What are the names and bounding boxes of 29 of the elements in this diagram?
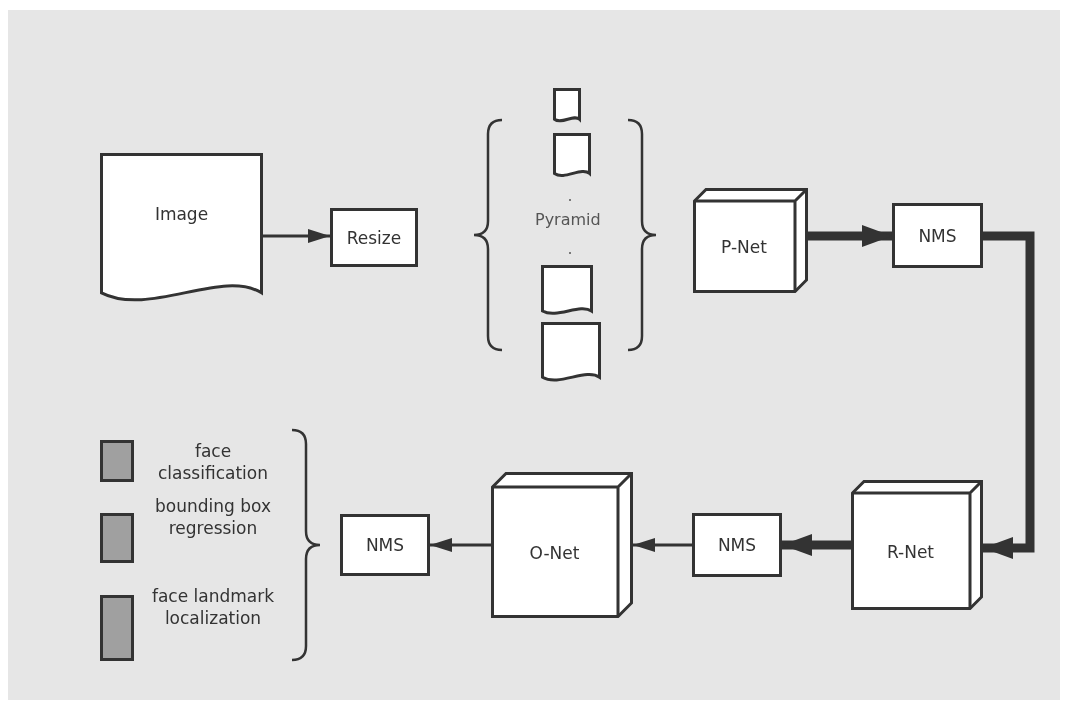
process-box [340,514,430,576]
node-label: Resize [346,227,402,248]
cube-box [491,472,633,618]
process-box [692,513,782,577]
node-label: P-Net [721,237,767,257]
legend-label: face classification [157,440,269,485]
node-label: NMS [365,535,405,555]
arrow [633,538,692,552]
thick-arrow [808,225,892,247]
node-label: Image [154,203,209,224]
node-label: NMS [918,225,957,246]
document-shape [553,133,591,177]
node-label: O-Net [529,542,580,563]
document-shape [541,265,593,315]
document-shape [541,322,601,382]
legend-label: face landmark localization [150,585,276,630]
legend-label: bounding box regression [154,495,272,540]
thick-arrow [782,534,851,556]
node-label: NMS [717,535,757,555]
cube-box [851,480,983,610]
document-shape [553,88,581,122]
node-label: R-Net [886,541,935,562]
process-box [892,203,983,268]
text-label: Pyramid [535,210,601,229]
thick-arrow [983,231,1035,559]
arrow [263,229,330,243]
process-box [330,208,418,267]
cube-box [693,188,808,293]
arrow [430,538,491,552]
